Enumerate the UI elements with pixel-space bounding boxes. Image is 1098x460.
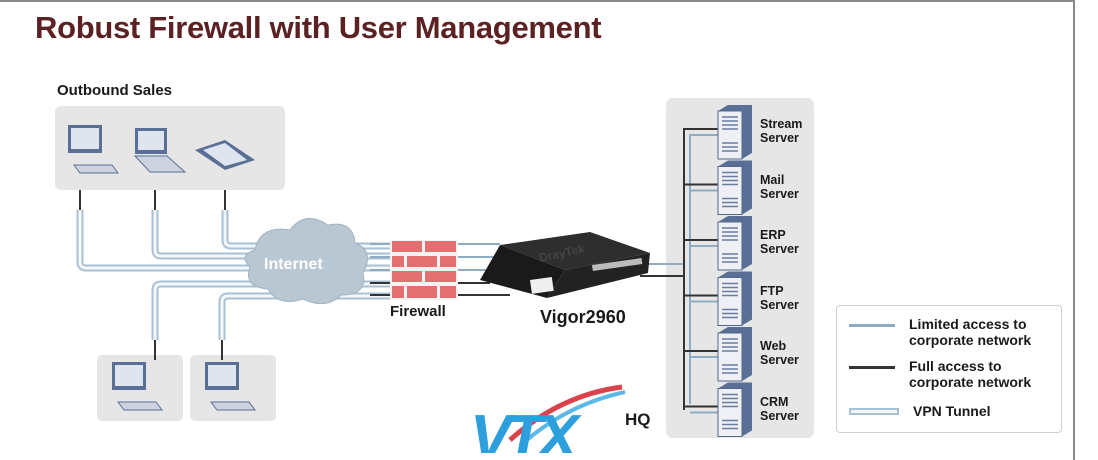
page-frame	[0, 0, 1075, 460]
desktop-icon	[112, 362, 163, 411]
legend-item-vpn: VPN Tunnel	[849, 403, 991, 419]
server-icon	[717, 105, 752, 160]
legend-text: corporate network	[909, 332, 1032, 348]
server-icon	[717, 216, 752, 271]
internet-label: Internet	[264, 256, 323, 273]
firewall-label: Firewall	[390, 303, 446, 320]
page-title: Robust Firewall with User Management	[35, 10, 602, 45]
legend-swatch-vpn	[849, 408, 899, 415]
legend-swatch-full	[849, 366, 895, 369]
legend-text: VPN Tunnel	[913, 403, 991, 419]
server-icon	[717, 271, 752, 326]
tablet-icon	[195, 140, 255, 170]
server-icon	[717, 382, 752, 437]
firewall-icon	[390, 240, 458, 300]
legend-text: Full access to	[909, 358, 1002, 374]
server-icon	[717, 327, 752, 382]
desktop-icon	[68, 125, 119, 174]
server-icon	[717, 160, 752, 215]
server-backbone	[683, 128, 720, 414]
outbound-sales-label: Outbound Sales	[57, 82, 173, 99]
hq-label: HQ	[625, 410, 651, 429]
legend-swatch-limited	[849, 324, 895, 327]
vtx-logo: VTX	[470, 384, 626, 453]
desktop-icon	[205, 362, 256, 411]
legend-text: Limited access to	[909, 316, 1027, 332]
laptop-icon	[133, 128, 187, 173]
internet-cloud	[244, 218, 368, 305]
vtx-logo-text: VTX	[470, 403, 582, 453]
legend-text: corporate network	[909, 374, 1032, 390]
vpn-tunnels	[76, 210, 390, 340]
router-label: Vigor2960	[540, 307, 626, 327]
router-icon: DrayTek	[480, 232, 650, 298]
